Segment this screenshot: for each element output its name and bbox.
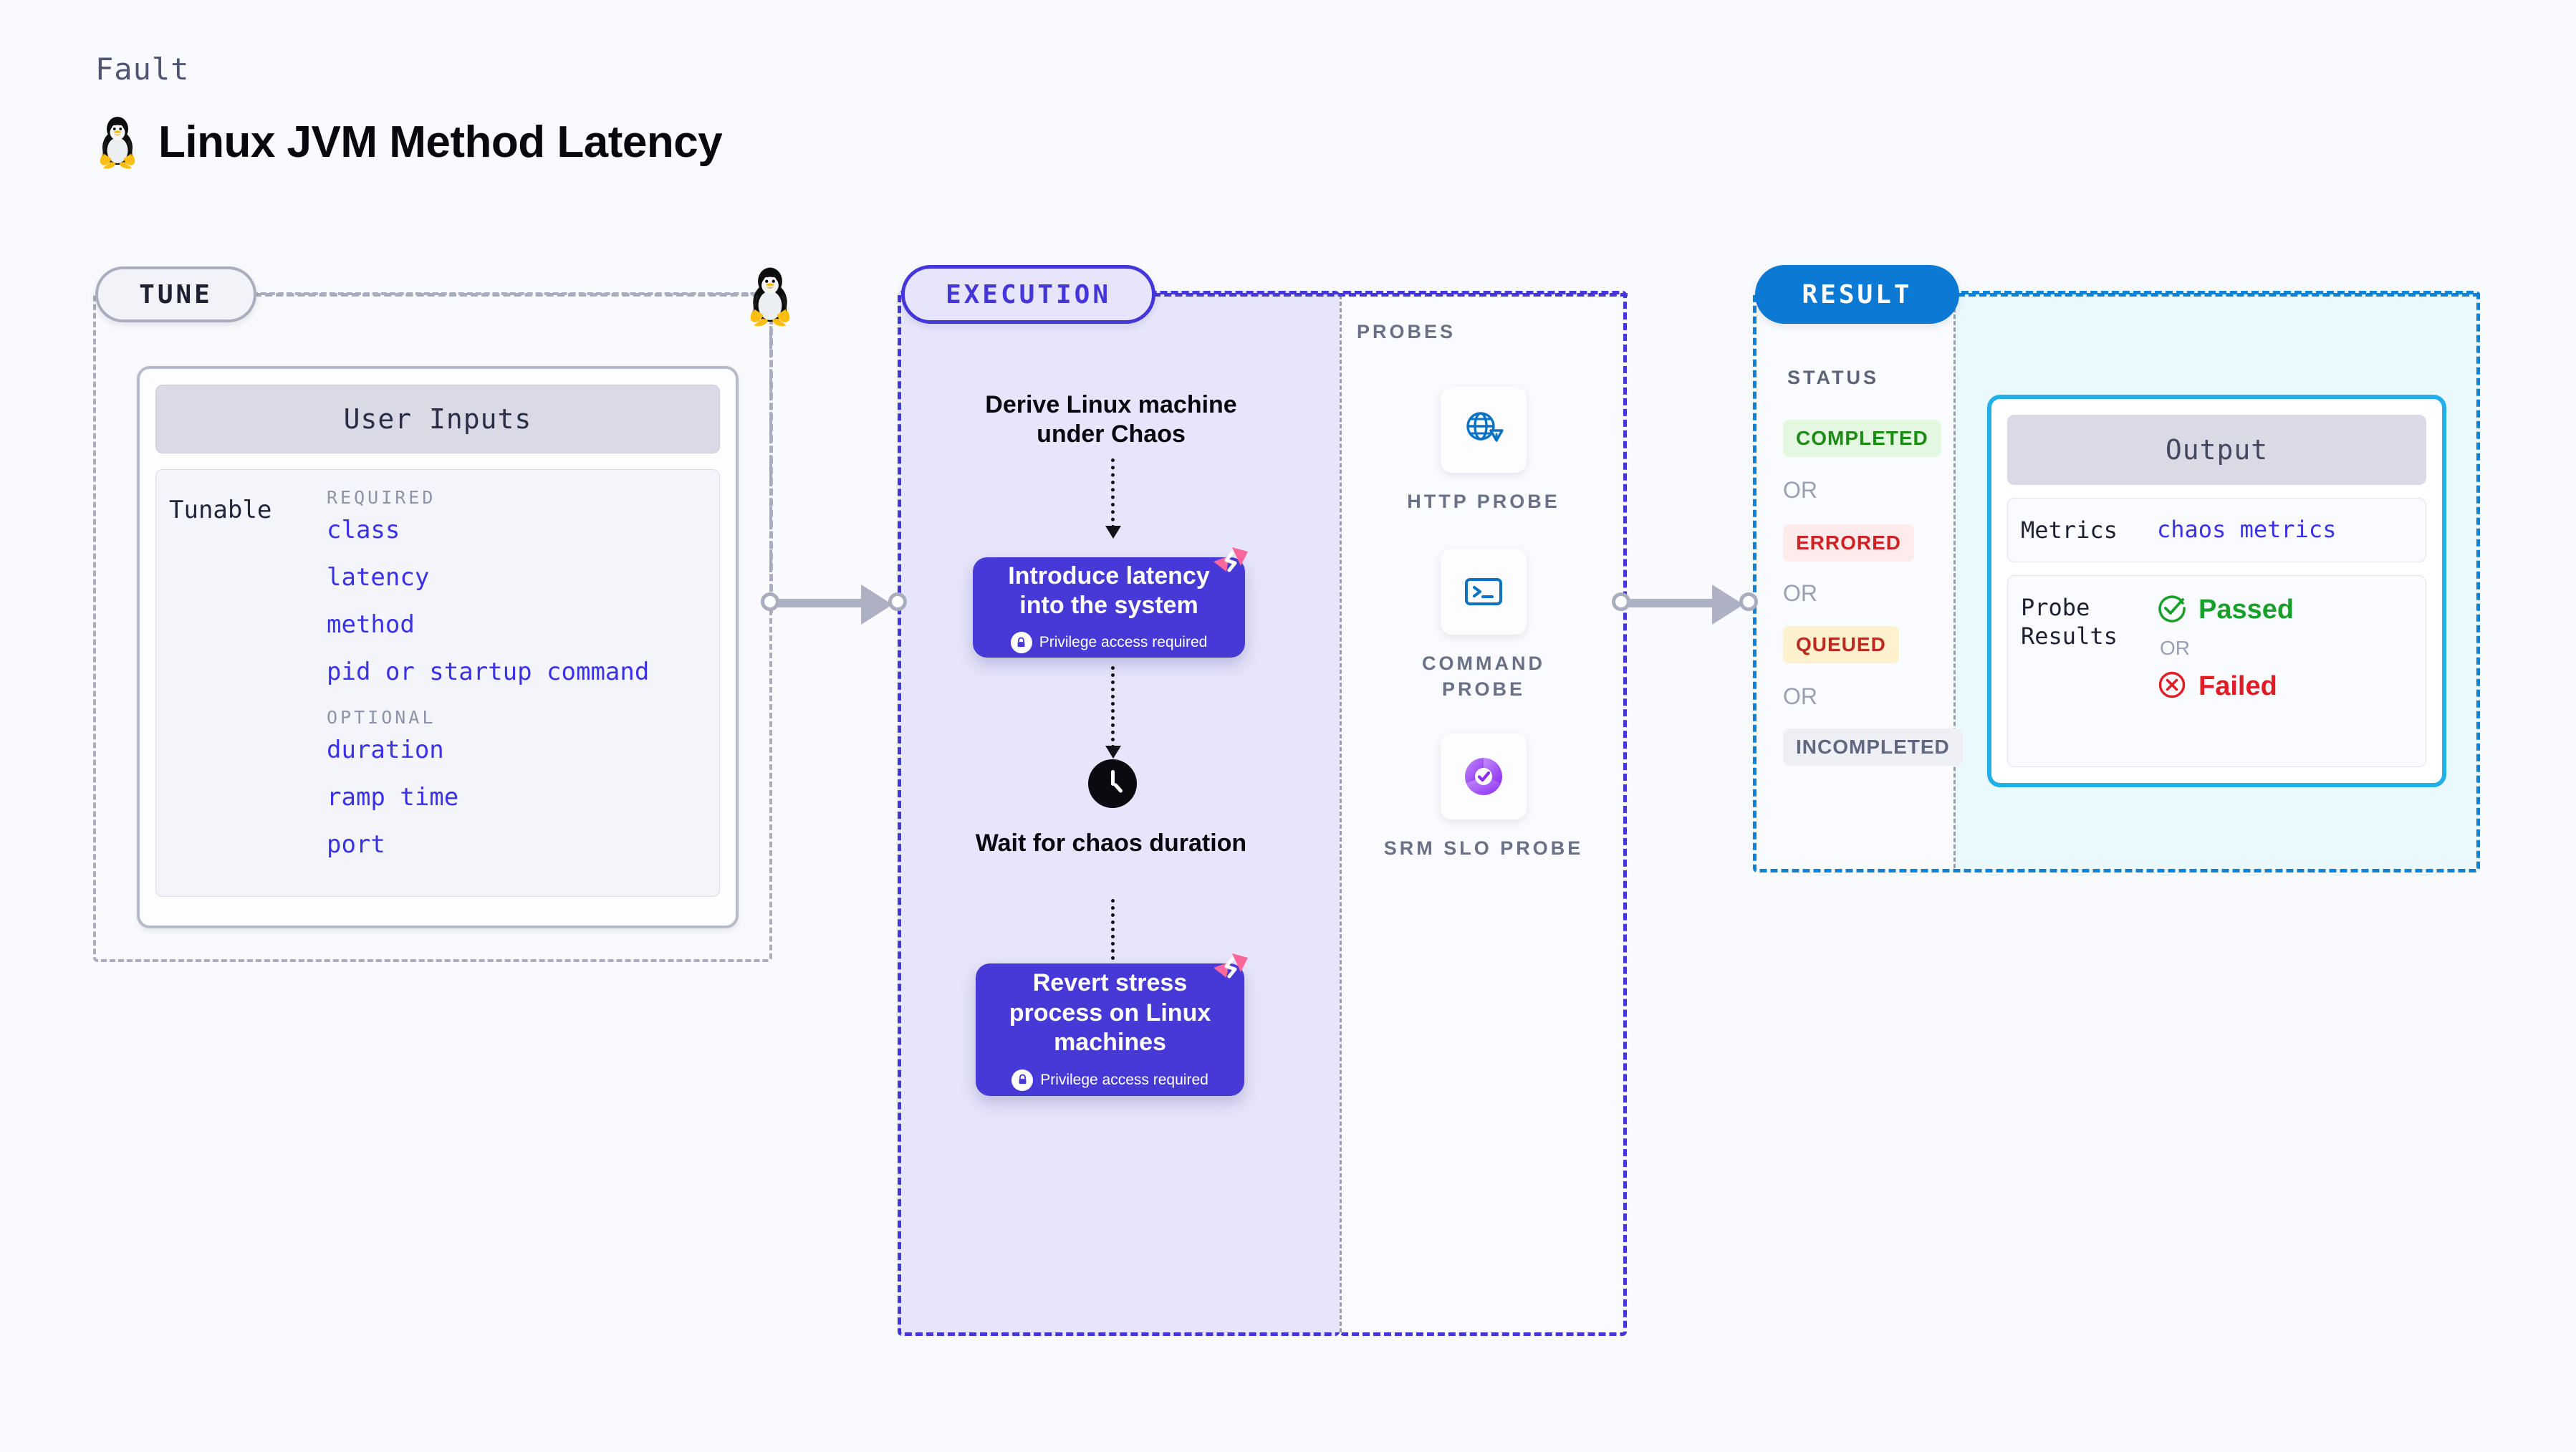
status-label: STATUS	[1787, 367, 1879, 388]
output-probe-results-key: Probe Results	[2021, 594, 2118, 650]
execution-lane-top-rail	[1153, 293, 1628, 297]
execution-probes-divider	[1340, 295, 1342, 1332]
param-pid-or-startup-command[interactable]: pid or startup command	[327, 658, 650, 686]
probe-http-label: HTTP PROBE	[1407, 491, 1560, 512]
param-duration[interactable]: duration	[327, 736, 444, 764]
output-card-header: Output	[2007, 415, 2426, 485]
user-inputs-header: User Inputs	[155, 385, 720, 453]
optional-group-title: OPTIONAL	[327, 707, 436, 728]
check-circle-icon	[2157, 593, 2187, 627]
tunable-label: Tunable	[169, 496, 272, 524]
privilege-note: Privilege access required	[1010, 632, 1208, 654]
probes-section-label: PROBES	[1357, 321, 1456, 342]
execution-step-wait-for-chaos: Wait for chaos duration	[975, 830, 1247, 857]
harness-logo-icon	[1211, 544, 1251, 588]
execution-step-derive-machine: Derive Linux machine under Chaos	[985, 391, 1237, 448]
execution-lane	[898, 291, 1340, 1336]
status-badge-incompleted: INCOMPLETED	[1783, 729, 1963, 766]
required-group-title: REQUIRED	[327, 487, 436, 508]
tune-lane-pill[interactable]: TUNE	[95, 266, 256, 322]
arrow-end-dot	[1739, 592, 1758, 611]
probe-result-failed-label: Failed	[2198, 671, 2277, 701]
status-badge-completed: COMPLETED	[1783, 420, 1941, 457]
probe-srm-slo[interactable]: SRM SLO PROBE	[1380, 734, 1587, 861]
output-row-probe-results: Probe Results Passed OR	[2007, 575, 2426, 767]
lock-icon	[1011, 1069, 1034, 1091]
clock-icon	[1088, 759, 1137, 808]
action-revert-stress-title: Revert stress process on Linux machines	[1009, 969, 1211, 1057]
result-status-panel-bg	[1753, 291, 1953, 872]
arrow-start-dot	[1612, 592, 1630, 611]
probe-command[interactable]: COMMAND PROBE	[1380, 549, 1587, 703]
result-lane	[1753, 291, 2480, 872]
output-probe-results-value: Passed OR Failed	[2157, 593, 2413, 703]
status-or-3: OR	[1783, 683, 1817, 709]
param-latency[interactable]: latency	[327, 563, 430, 592]
x-circle-icon	[2157, 670, 2187, 703]
status-or-1: OR	[1783, 477, 1817, 503]
param-class[interactable]: class	[327, 516, 400, 544]
param-port[interactable]: port	[327, 830, 385, 859]
status-or-2: OR	[1783, 580, 1817, 606]
tunable-params-box: Tunable REQUIRED class latency method pi…	[155, 469, 720, 897]
status-badge-queued: QUEUED	[1783, 626, 1899, 663]
param-ramp-time[interactable]: ramp time	[327, 783, 459, 812]
privilege-note-text: Privilege access required	[1040, 1071, 1208, 1088]
result-inner-divider	[1953, 295, 1956, 868]
privilege-note: Privilege access required	[1011, 1069, 1208, 1091]
action-introduce-latency-title: Introduce latency into the system	[1008, 562, 1210, 619]
flow-arrow-2	[1105, 666, 1121, 759]
page-title-row: Linux JVM Method Latency	[95, 115, 723, 169]
output-card: Output Metrics chaos metrics Probe Resul…	[1987, 395, 2446, 787]
arrow-end-dot	[888, 592, 907, 611]
probe-result-or: OR	[2160, 637, 2190, 659]
tune-lane-top-rail	[254, 293, 770, 297]
tux-penguin-icon	[95, 115, 140, 169]
result-lane-top-rail	[1958, 293, 2480, 297]
flow-arrow-1	[1105, 458, 1121, 539]
probe-result-passed: Passed	[2157, 593, 2413, 627]
srm-slo-check-icon	[1441, 734, 1527, 819]
output-metrics-value[interactable]: chaos metrics	[2157, 516, 2337, 543]
action-revert-stress-process[interactable]: Revert stress process on Linux machines …	[976, 963, 1244, 1096]
page-title: Linux JVM Method Latency	[158, 117, 723, 167]
harness-logo-icon	[1211, 951, 1251, 994]
terminal-icon	[1441, 549, 1527, 635]
probe-result-passed-label: Passed	[2198, 595, 2294, 625]
tune-tux-penguin-icon	[745, 265, 795, 330]
arrow-start-dot	[761, 592, 779, 611]
probe-command-label: COMMAND PROBE	[1422, 653, 1545, 701]
result-lane-pill[interactable]: RESULT	[1755, 265, 1959, 324]
output-row-metrics: Metrics chaos metrics	[2007, 498, 2426, 562]
param-method[interactable]: method	[327, 610, 415, 639]
output-metrics-key: Metrics	[2021, 516, 2118, 544]
fault-kicker-label: Fault	[95, 52, 190, 87]
arrow-head	[1712, 585, 1744, 625]
arrow-head	[861, 585, 893, 625]
tune-tux-connector	[769, 307, 773, 613]
action-introduce-latency[interactable]: Introduce latency into the system Privil…	[973, 557, 1245, 658]
execution-lane-pill[interactable]: EXECUTION	[901, 265, 1155, 324]
probe-srm-slo-label: SRM SLO PROBE	[1383, 837, 1584, 859]
privilege-note-text: Privilege access required	[1039, 634, 1208, 651]
probe-result-failed: Failed	[2157, 670, 2413, 703]
globe-warning-icon	[1441, 387, 1527, 473]
user-inputs-card: User Inputs Tunable REQUIRED class laten…	[137, 366, 739, 928]
tunable-params-list: REQUIRED class latency method pid or sta…	[319, 487, 712, 889]
arrow-shaft	[1629, 599, 1716, 607]
arrow-shaft	[778, 599, 865, 607]
lock-icon	[1010, 632, 1032, 654]
probe-http[interactable]: HTTP PROBE	[1380, 387, 1587, 514]
status-badge-errored: ERRORED	[1783, 524, 1915, 562]
